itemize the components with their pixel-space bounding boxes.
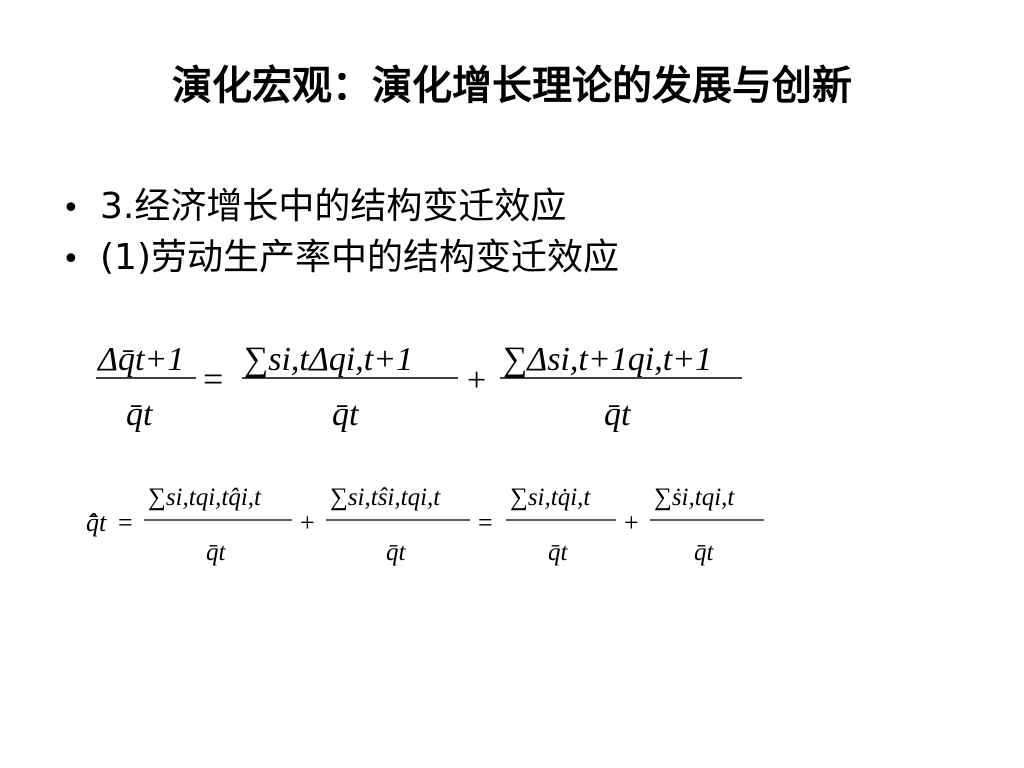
eq1-term2-denominator: q̄t [604,396,632,433]
bullet-marker: • [62,242,80,278]
eq1-equals: = [203,359,223,399]
bullet-item: • 3.经济增长中的结构变迁效应 [62,185,619,228]
eq2-equals-b: = [478,508,493,537]
eq2-lhs: q̄̂t [86,508,107,537]
eq2-term4-numerator: ∑ṡi,tqi,t [654,484,735,511]
eq1-lhs-numerator: Δq̄t+1 [96,341,184,378]
eq2-term3-numerator: ∑si,tq̇i,t [510,484,591,511]
slide-title: 演化宏观：演化增长理论的发展与创新 [172,63,852,109]
eq2-equals-a: = [118,508,133,537]
eq2-term1-denominator: q̄t [206,539,227,566]
bullet-text: 3.经济增长中的结构变迁效应 [100,186,567,227]
equation-1: Δq̄t+1 q̄t = ∑si,tΔqi,t+1 q̄t + ∑Δsi,t+1… [96,341,742,433]
eq2-term3-denominator: q̄t [548,539,569,566]
bullet-text: (1)劳动生产率中的结构变迁效应 [100,237,619,279]
eq2-term4-denominator: q̄t [694,539,715,566]
equation-2: q̄̂t = ∑si,tqi,tq̂i,t q̄t + ∑si,tŝi,tqi,… [86,484,764,566]
eq2-plus-a: + [300,508,315,537]
eq2-term1-numerator: ∑si,tqi,tq̂i,t [148,484,262,511]
bullet-marker: • [62,191,80,226]
eq2-plus-b: + [624,508,639,537]
eq1-plus: + [467,362,486,399]
eq1-term2-numerator: ∑Δsi,t+1qi,t+1 [503,341,712,378]
bullet-list: • 3.经济增长中的结构变迁效应 • (1)劳动生产率中的结构变迁效应 [62,185,619,287]
bullet-item: • (1)劳动生产率中的结构变迁效应 [62,236,619,279]
eq2-term2-numerator: ∑si,tŝi,tqi,t [330,484,441,511]
eq1-term1-denominator: q̄t [332,396,360,433]
eq1-lhs-denominator: q̄t [126,396,154,433]
eq2-term2-denominator: q̄t [386,539,407,566]
eq1-term1-numerator: ∑si,tΔqi,t+1 [244,341,413,378]
